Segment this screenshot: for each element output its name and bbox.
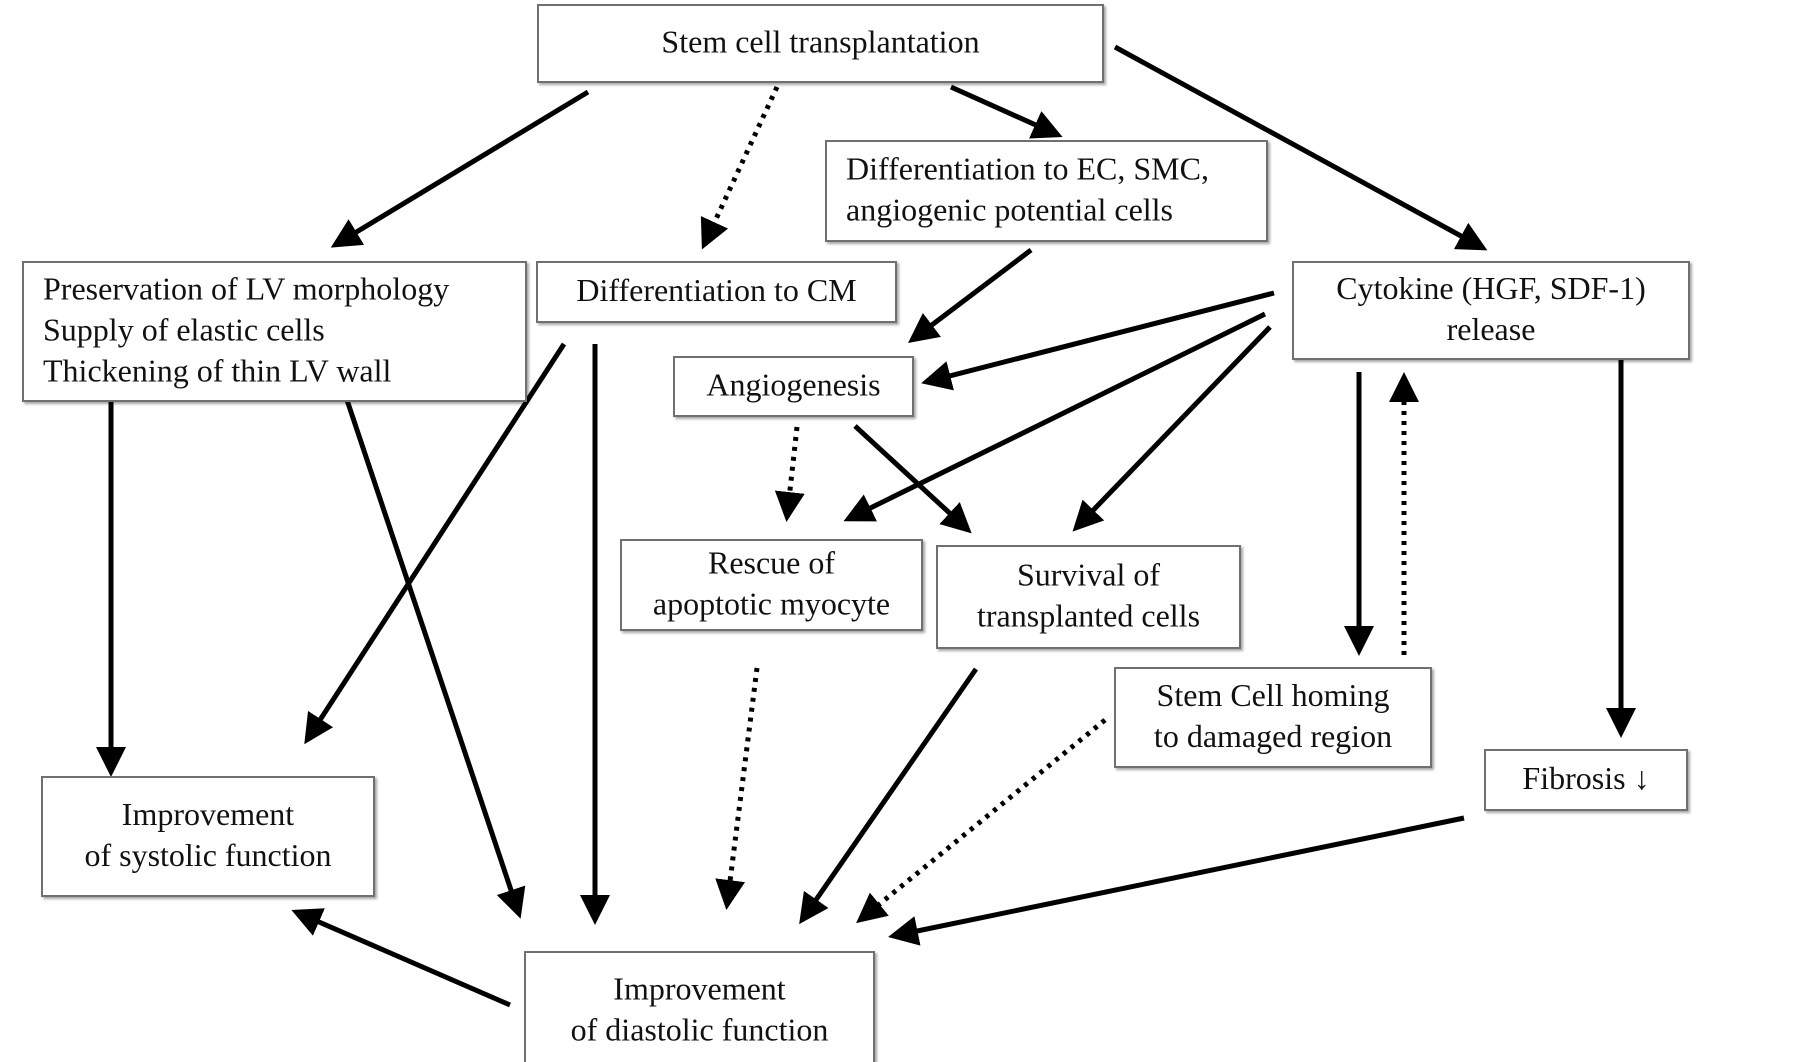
node-label-stem-cell-transplantation-line-1: Stem cell transplantation (661, 24, 979, 60)
node-box-improvement-diastolic (524, 951, 875, 1062)
node-box-fibrosis (1484, 749, 1688, 811)
node-label-improvement-systolic-line-1: Improvement (122, 796, 295, 832)
edges-layer (96, 44, 1636, 1008)
node-box-rescue-apoptotic (620, 539, 923, 631)
node-rescue-apoptotic: Rescue of apoptotic myocyte (620, 539, 923, 631)
node-box-improvement-systolic (41, 776, 375, 897)
arrow-stem-cell-transplantation-to-differentiation-ec-smc (949, 84, 1063, 139)
node-survival-transplanted: Survival of transplanted cells (936, 545, 1241, 649)
arrow-stem-cell-transplantation-to-differentiation-cm (700, 85, 780, 250)
node-cytokine-release: Cytokine (HGF, SDF-1) release (1292, 261, 1690, 360)
arrow-rescue-apoptotic-to-improvement-diastolic (715, 667, 760, 910)
arrow-differentiation-ec-smc-to-angiogenesis (908, 248, 1033, 344)
node-improvement-systolic: Improvement of systolic function (41, 776, 375, 897)
node-label-stem-cell-homing-line-2: to damaged region (1154, 718, 1392, 754)
node-box-differentiation-ec-smc (825, 140, 1268, 242)
node-label-survival-transplanted-line-1: Survival of (1017, 557, 1160, 593)
node-label-preservation-lv-line-3: Thickening of thin LV wall (43, 353, 392, 389)
node-label-cytokine-release-line-2: release (1447, 311, 1536, 347)
arrow-survival-transplanted-to-improvement-diastolic (799, 667, 979, 925)
node-angiogenesis: Angiogenesis (673, 356, 914, 417)
nodes-layer: Stem cell transplantationDifferentiation… (22, 4, 1690, 1062)
node-box-differentiation-cm (536, 261, 897, 323)
node-label-stem-cell-homing-line-1: Stem Cell homing (1157, 677, 1390, 713)
arrow-stem-cell-transplantation-to-cytokine-release (1113, 44, 1488, 251)
node-improvement-diastolic: Improvement of diastolic function (524, 951, 875, 1062)
arrow-cytokine-release-to-survival-transplanted (1072, 325, 1272, 532)
node-label-differentiation-cm-line-1: Differentiation to CM (576, 272, 856, 308)
node-box-survival-transplanted (936, 545, 1241, 649)
arrow-preservation-lv-to-improvement-diastolic (344, 399, 526, 919)
arrow-angiogenesis-to-survival-transplanted (853, 424, 972, 534)
node-label-survival-transplanted-line-2: transplanted cells (977, 598, 1200, 634)
node-label-improvement-diastolic-line-2: of diastolic function (571, 1012, 829, 1048)
node-label-differentiation-ec-smc-line-1: Differentiation to EC, SMC, (846, 151, 1209, 187)
node-fibrosis: Fibrosis ↓ (1484, 749, 1688, 811)
node-box-cytokine-release (1292, 261, 1690, 360)
node-label-improvement-diastolic-line-1: Improvement (613, 971, 786, 1007)
node-box-stem-cell-homing (1114, 667, 1432, 768)
node-stem-cell-transplantation: Stem cell transplantation (537, 4, 1104, 83)
node-differentiation-cm: Differentiation to CM (536, 261, 897, 323)
node-label-angiogenesis-line-1: Angiogenesis (706, 367, 880, 403)
node-label-improvement-systolic-line-2: of systolic function (84, 837, 331, 873)
node-box-angiogenesis (673, 356, 914, 417)
arrow-angiogenesis-to-rescue-apoptotic (774, 426, 805, 522)
node-box-preservation-lv (22, 261, 527, 402)
node-label-cytokine-release-line-1: Cytokine (HGF, SDF-1) (1336, 270, 1645, 306)
arrow-improvement-diastolic-to-improvement-systolic (291, 908, 511, 1008)
node-label-preservation-lv-line-1: Preservation of LV morphology (43, 271, 449, 307)
node-label-rescue-apoptotic-line-2: apoptotic myocyte (653, 586, 890, 622)
node-box-stem-cell-transplantation (537, 4, 1104, 83)
arrow-fibrosis-to-improvement-diastolic (888, 815, 1465, 946)
node-label-preservation-lv-line-2: Supply of elastic cells (43, 312, 325, 348)
node-label-differentiation-ec-smc-line-2: angiogenic potential cells (846, 192, 1173, 228)
arrow-stem-cell-homing-to-improvement-diastolic (856, 718, 1107, 924)
node-label-rescue-apoptotic-line-1: Rescue of (708, 545, 835, 581)
arrow-stem-cell-transplantation-to-preservation-lv (330, 89, 590, 248)
node-label-fibrosis-line-1: Fibrosis ↓ (1522, 760, 1649, 796)
arrow-differentiation-cm-to-improvement-systolic (304, 342, 567, 745)
arrow-cytokine-release-to-angiogenesis (921, 290, 1275, 391)
node-stem-cell-homing: Stem Cell homing to damaged region (1114, 667, 1432, 768)
node-differentiation-ec-smc: Differentiation to EC, SMC, angiogenic po… (825, 140, 1268, 242)
